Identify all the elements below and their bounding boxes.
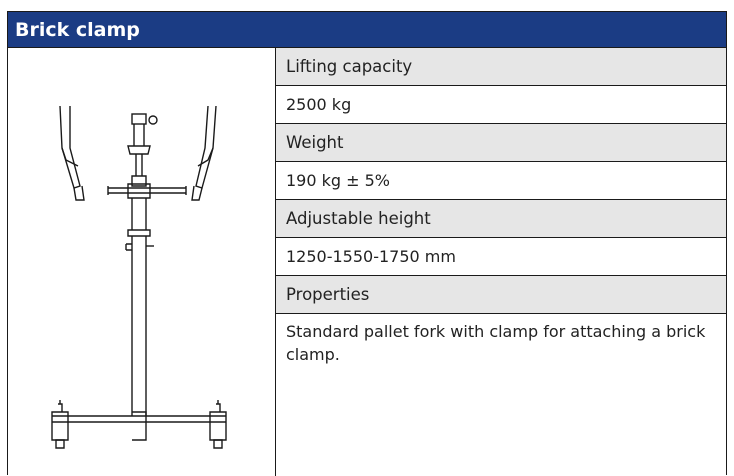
- spec-value-properties: Standard pallet fork with clamp for atta…: [276, 314, 726, 442]
- spec-value-adjustable-height: 1250-1550-1750 mm: [276, 238, 726, 276]
- spec-value-lifting-capacity: 2500 kg: [276, 86, 726, 124]
- spec-label-adjustable-height: Adjustable height: [276, 200, 726, 238]
- product-spec-card: Brick clamp: [7, 11, 727, 476]
- product-image-cell: [8, 48, 276, 476]
- spec-rows: Lifting capacity 2500 kg Weight 190 kg ±…: [276, 48, 726, 442]
- spec-label-lifting-capacity: Lifting capacity: [276, 48, 726, 86]
- spec-value-weight: 190 kg ± 5%: [276, 162, 726, 200]
- product-title: Brick clamp: [8, 12, 726, 48]
- spec-label-properties: Properties: [276, 276, 726, 314]
- brick-clamp-drawing: [51, 105, 227, 449]
- spec-label-weight: Weight: [276, 124, 726, 162]
